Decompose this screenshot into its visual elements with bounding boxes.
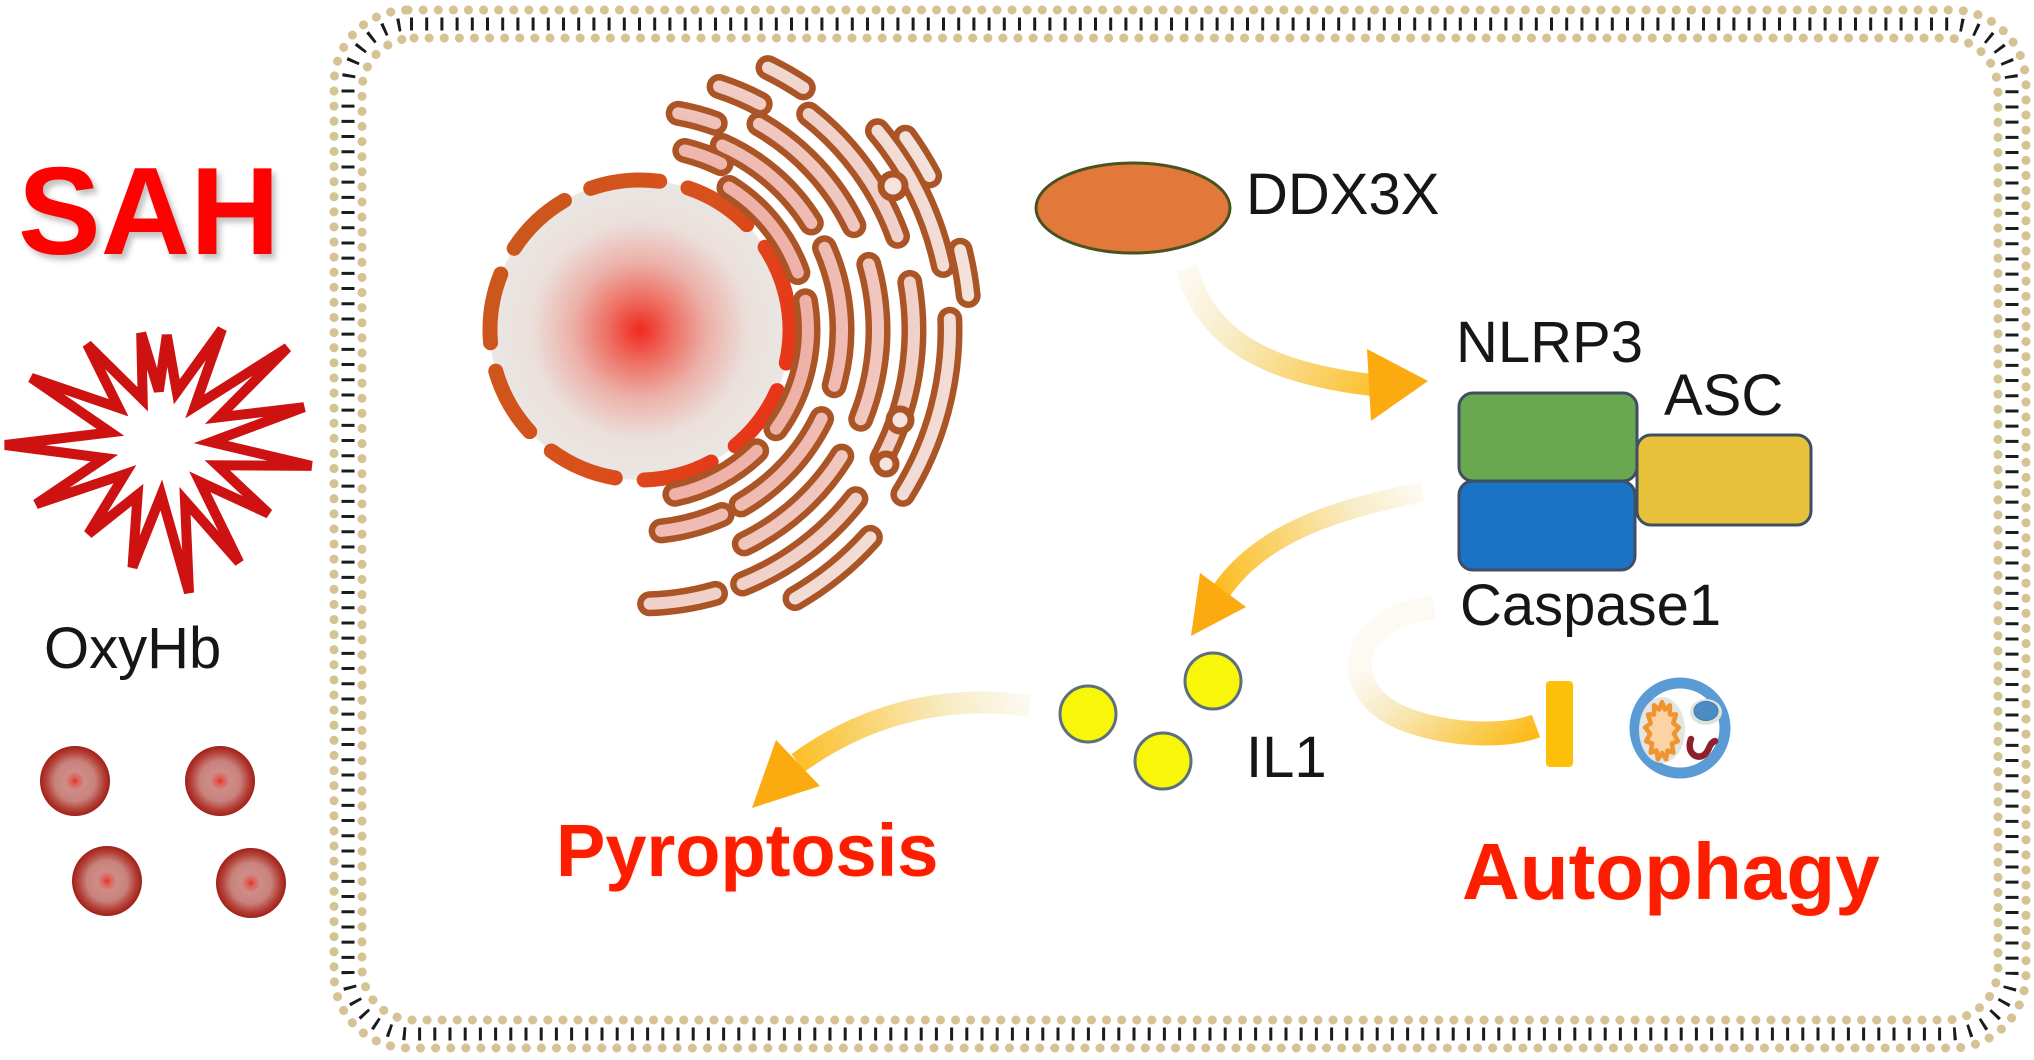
arrow-ddx3x-to-nlrp3 <box>1175 264 1428 421</box>
arrowhead-icon <box>752 740 820 808</box>
il1-label: IL1 <box>1246 725 1327 790</box>
asc-box <box>1635 433 1813 527</box>
nucleus-icon <box>482 172 798 488</box>
autophagy-label: Autophagy <box>1462 827 1880 916</box>
pyroptosis-label: Pyroptosis <box>556 809 939 892</box>
endoplasmic-reticulum-icon <box>637 55 981 617</box>
ddx3x-label: DDX3X <box>1246 162 1440 227</box>
il1-dot-icon <box>1183 651 1243 711</box>
inflammasome-complex <box>1457 391 1813 572</box>
sah-title: SAH <box>18 143 280 281</box>
red-blood-cell-icon <box>216 848 286 918</box>
arrow-il1-to-pyroptosis <box>752 691 1032 808</box>
arrowhead-icon <box>1191 573 1246 636</box>
caspase1-box <box>1457 479 1637 572</box>
nlrp3-label: NLRP3 <box>1456 310 1643 375</box>
caspase1-label: Caspase1 <box>1460 573 1722 638</box>
vesicle-icon <box>1693 701 1719 721</box>
autophagosome-icon <box>1629 677 1731 779</box>
inhibition-tbar-icon <box>1546 681 1573 767</box>
red-blood-cells-group <box>40 746 286 918</box>
il1-dot-icon <box>1058 684 1118 744</box>
arrow-complex-to-il1 <box>1191 482 1425 636</box>
oxyhb-label: OxyHb <box>44 616 222 681</box>
il1-dot-icon <box>1133 731 1193 791</box>
arrowhead-icon <box>1367 349 1428 421</box>
nlrp3-box <box>1457 391 1639 483</box>
il1-dots <box>1058 651 1243 791</box>
red-blood-cell-icon <box>40 746 110 816</box>
cell-membrane-icon <box>329 5 2031 1053</box>
mitochondrion-icon <box>1642 699 1682 762</box>
asc-label: ASC <box>1664 363 1784 428</box>
hemorrhage-burst-icon <box>4 326 313 595</box>
ddx3x-ellipse <box>1034 161 1232 255</box>
membrane-fragment-icon <box>1686 735 1719 760</box>
red-blood-cell-icon <box>72 846 142 916</box>
red-blood-cell-icon <box>185 746 255 816</box>
inhibition-caspase1-to-autophagy <box>1347 595 1573 767</box>
